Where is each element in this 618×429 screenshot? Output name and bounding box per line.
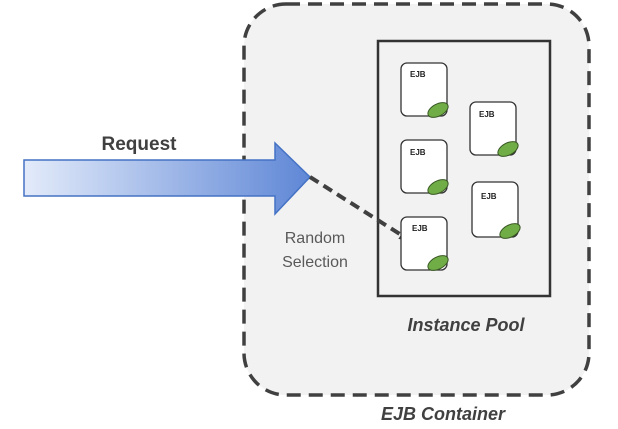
request-arrow — [23, 141, 312, 216]
ejb-handle — [427, 179, 449, 195]
ejb-handle — [497, 141, 519, 157]
ejb-instance: EJB — [400, 139, 449, 195]
ejb-instance: EJB — [400, 62, 449, 118]
random-selection-arrow — [308, 175, 410, 241]
random-selection-label-line1: Random — [285, 230, 345, 247]
ejb-label: EJB — [481, 192, 497, 201]
ejb-label: EJB — [410, 70, 426, 79]
ejb-instance: EJB — [471, 181, 521, 239]
ejb-handle — [499, 223, 521, 239]
ejb-handle — [427, 102, 449, 118]
ejb-instance-selected: EJB — [400, 216, 449, 271]
request-label: Request — [102, 134, 178, 155]
ejb-label: EJB — [412, 224, 428, 233]
ejb-container-label: EJB Container — [381, 404, 506, 424]
ejb-label: EJB — [479, 110, 495, 119]
ejb-label: EJB — [410, 148, 426, 157]
ejb-handle — [427, 255, 449, 271]
instance-pool-label: Instance Pool — [407, 315, 525, 335]
random-selection-label-line2: Selection — [282, 254, 348, 271]
ejb-instance: EJB — [469, 101, 519, 157]
